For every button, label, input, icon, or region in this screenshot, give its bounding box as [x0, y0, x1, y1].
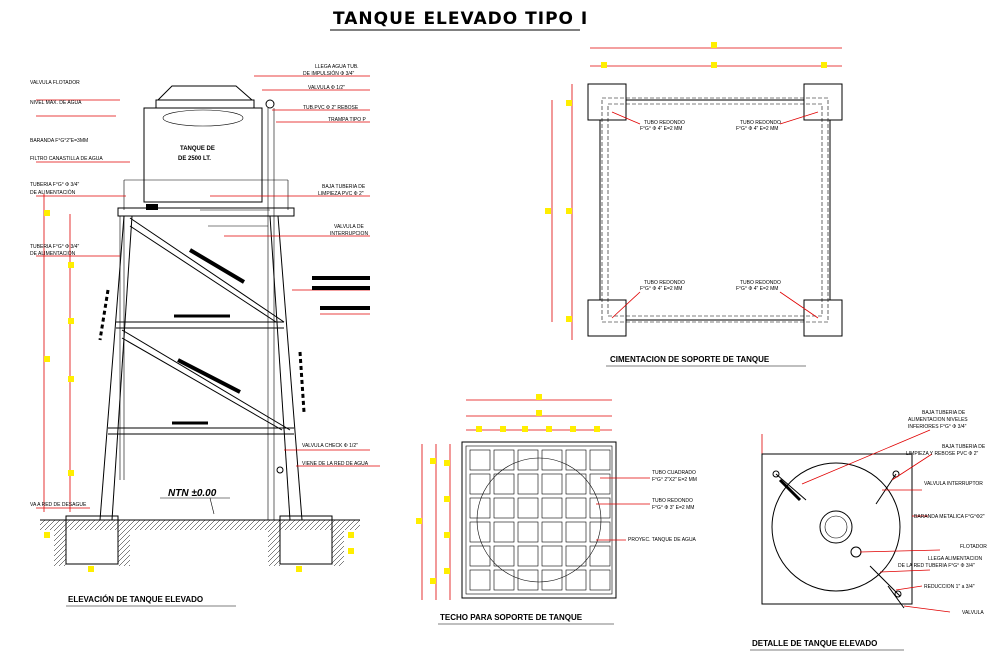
roof-caption: TECHO PARA SOPORTE DE TANQUE — [440, 613, 583, 622]
label-check: VALVULA CHECK Φ 1/2" — [302, 443, 358, 449]
detail-label-9: DE LA RED TUBERIA F°G° Φ 3/4" — [898, 563, 975, 569]
label-llega-agua: LLEGA AGUA TUB. — [315, 64, 359, 70]
roof-label-tubo-redondo: TUBO REDONDO — [652, 498, 693, 504]
platform — [117, 207, 295, 217]
label-red-agua: VIENE DE LA RED DE AGUA — [302, 461, 369, 467]
label-tuberia-2b: DE ALIMENTACIÓN — [30, 250, 76, 257]
main-title: TANQUE ELEVADO TIPO I — [333, 9, 588, 29]
label-tuberia-1b: DE ALIMENTACIÓN — [30, 189, 76, 196]
tank-label-1: TANQUE DE — [180, 146, 215, 152]
detail-label-5: VALVULA INTERRUPTOR — [924, 481, 983, 487]
tube-label-br: TUBO REDONDO — [740, 280, 781, 286]
tube-label-tl: TUBO REDONDO — [644, 120, 685, 126]
tube-spec-br: F°G° Φ 4" E=2 MM — [736, 286, 778, 292]
elevation-caption: ELEVACIÓN DE TANQUE ELEVADO — [68, 595, 203, 604]
tank-lid — [156, 85, 254, 101]
level-label: NTN ±0.00 — [168, 488, 217, 499]
tube-spec-tr: F°G° Φ 4" E=2 MM — [736, 126, 778, 132]
right-leg — [269, 215, 291, 521]
detail-label-8: LLEGA ALIMENTACION — [928, 556, 982, 562]
label-limpieza: LIMPIEZA PVC Φ 2" — [318, 191, 364, 197]
tank-body — [143, 107, 263, 203]
label-impulsion: DE IMPULSIÓN Φ 3/4" — [303, 70, 355, 77]
label-baranda: BARANDA F°G°2"E=3MM — [30, 138, 88, 144]
detail-label-0: BAJA TUBERIA DE — [922, 410, 966, 416]
detail-label-2: INFERIORES F°G° Φ 3/4" — [908, 424, 967, 430]
elevation-view: TANQUE DE DE 2500 LT. — [30, 64, 380, 607]
left-leg — [99, 215, 125, 521]
roof-frame — [461, 441, 617, 599]
roof-label-proyeccion: PROYEC. TANQUE DE AGUA — [628, 537, 697, 543]
tube-label-bl: TUBO REDONDO — [644, 280, 685, 286]
detail-view: BAJA TUBERIA DE ALIMENTACION NIVELES INF… — [750, 410, 987, 651]
footing-br — [803, 299, 843, 337]
detail-caption: DETALLE DE TANQUE ELEVADO — [752, 639, 877, 648]
label-tuberia-2: TUBERIA F°G° Φ 3/4" — [30, 244, 79, 250]
detail-label-11: VALVULA — [962, 610, 984, 616]
tube-label-tr: TUBO REDONDO — [740, 120, 781, 126]
label-nivel-max: NIVEL MAX. DE AGUA — [30, 100, 82, 106]
footing-tr — [803, 83, 843, 121]
tube-spec-tl: F°G° Φ 4" E=2 MM — [640, 126, 682, 132]
roof-plan: TUBO CUADRADO F°G° 2"X2" E=2 MM TUBO RED… — [416, 394, 697, 625]
detail-label-7: FLOTADOR — [960, 544, 987, 550]
roof-label-tubo-cuadrado-spec: F°G° 2"X2" E=2 MM — [652, 477, 697, 483]
footing-bl — [587, 299, 627, 337]
detail-label-10: REDUCCION 1" a 3/4" — [924, 584, 975, 590]
label-valvula-de: VALVULA DE — [334, 224, 364, 230]
label-baja-tuberia: BAJA TUBERIA DE — [322, 184, 366, 190]
detail-label-6: BARANDA METALICA F°G°Φ2" — [914, 514, 985, 520]
label-tuberia-1: TUBERIA F°G° Φ 3/4" — [30, 182, 79, 188]
roof-label-tubo-redondo-spec: F°G° Φ 3" E=2 MM — [652, 505, 694, 511]
label-rebose: TUB.PVC Φ 2" REBOSE — [303, 105, 359, 111]
roof-grid — [469, 449, 611, 591]
label-filtro: FILTRO CANASTILLA DE AGUA — [30, 156, 103, 162]
detail-frame — [761, 453, 913, 605]
tank-projection — [476, 457, 602, 583]
label-desague: VA A RED DE DESAGUE — [30, 502, 87, 508]
tube-spec-bl: F°G° Φ 4" E=2 MM — [640, 286, 682, 292]
roof-label-tubo-cuadrado: TUBO CUADRADO — [652, 470, 696, 476]
label-valvula-flotador: VALVULA FLOTADOR — [30, 80, 80, 86]
label-valvula-half: VALVULA Φ 1/2" — [308, 85, 345, 91]
foundation-caption: CIMENTACION DE SOPORTE DE TANQUE — [610, 355, 770, 364]
detail-tank — [771, 462, 901, 592]
footing-tl — [587, 83, 627, 121]
detail-label-3: BAJA TUBERIA DE — [942, 444, 986, 450]
detail-label-4: LIMPIEZA Y REBOSE PVC Φ 2" — [906, 451, 978, 457]
tank-label-2: DE 2500 LT. — [178, 156, 211, 162]
label-trampa: TRAMPA TIPO P — [328, 117, 367, 123]
foundation-plan: TUBO REDONDO F°G° Φ 4" E=2 MM TUBO REDON… — [545, 42, 843, 367]
label-interrupcion: INTERRUPCION — [330, 231, 368, 237]
detail-label-1: ALIMENTACION NIVELES — [908, 417, 968, 423]
